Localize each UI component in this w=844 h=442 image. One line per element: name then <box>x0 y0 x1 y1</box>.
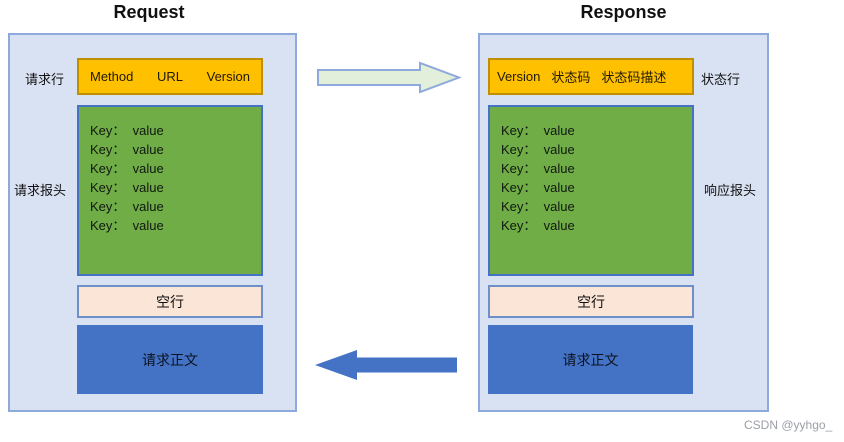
watermark: CSDN @yyhgo_ <box>744 418 833 432</box>
request-headers-label: 请求报头 <box>14 183 67 198</box>
response-line-box: Version 状态码 状态码描述 <box>488 58 694 95</box>
header-kv-line: Key： value <box>501 218 575 233</box>
header-kv-line: Key： value <box>501 180 575 195</box>
response-headers-box: Key： value Key： value Key： value Key： va… <box>488 105 694 276</box>
response-direction-arrow-icon <box>315 350 457 380</box>
request-headers-box: Key： value Key： value Key： value Key： va… <box>77 105 263 276</box>
request-line-label: 请求行 <box>25 72 65 87</box>
response-blank-line-box: 空行 <box>488 285 694 318</box>
response-status-code: 状态码 <box>551 70 591 85</box>
request-body-box: 请求正文 <box>77 325 263 394</box>
request-title: Request <box>113 2 185 22</box>
response-headers-label: 响应报头 <box>704 183 757 198</box>
request-blank-line-box: 空行 <box>77 285 263 318</box>
header-kv-line: Key： value <box>501 199 575 214</box>
request-blank-line-text: 空行 <box>156 293 184 310</box>
header-kv-line: Key： value <box>90 218 164 233</box>
header-kv-line: Key： value <box>501 161 575 176</box>
request-method: Method <box>90 69 134 84</box>
header-kv-line: Key： value <box>90 161 164 176</box>
response-body-text: 请求正文 <box>562 351 619 368</box>
request-panel: 请求行 Method URL Version 请求报头 Key： value K… <box>8 33 297 412</box>
response-title: Response <box>580 2 667 22</box>
header-kv-line: Key： value <box>90 123 164 138</box>
response-version: Version <box>497 69 541 84</box>
request-body-text: 请求正文 <box>142 351 198 368</box>
response-status-desc: 状态码描述 <box>601 70 667 85</box>
response-body-box: 请求正文 <box>488 325 693 394</box>
request-version: Version <box>206 69 250 84</box>
header-kv-line: Key： value <box>501 123 575 138</box>
response-line-label: 状态行 <box>701 72 741 87</box>
request-direction-arrow-icon <box>317 61 462 94</box>
header-kv-line: Key： value <box>90 199 164 214</box>
header-kv-line: Key： value <box>90 180 164 195</box>
header-kv-line: Key： value <box>501 142 575 157</box>
response-blank-line-text: 空行 <box>577 293 605 310</box>
response-panel: Version 状态码 状态码描述 状态行 Key： value Key： va… <box>478 33 769 412</box>
header-kv-line: Key： value <box>90 142 164 157</box>
request-line-box: Method URL Version <box>77 58 263 95</box>
request-url: URL <box>156 69 183 84</box>
